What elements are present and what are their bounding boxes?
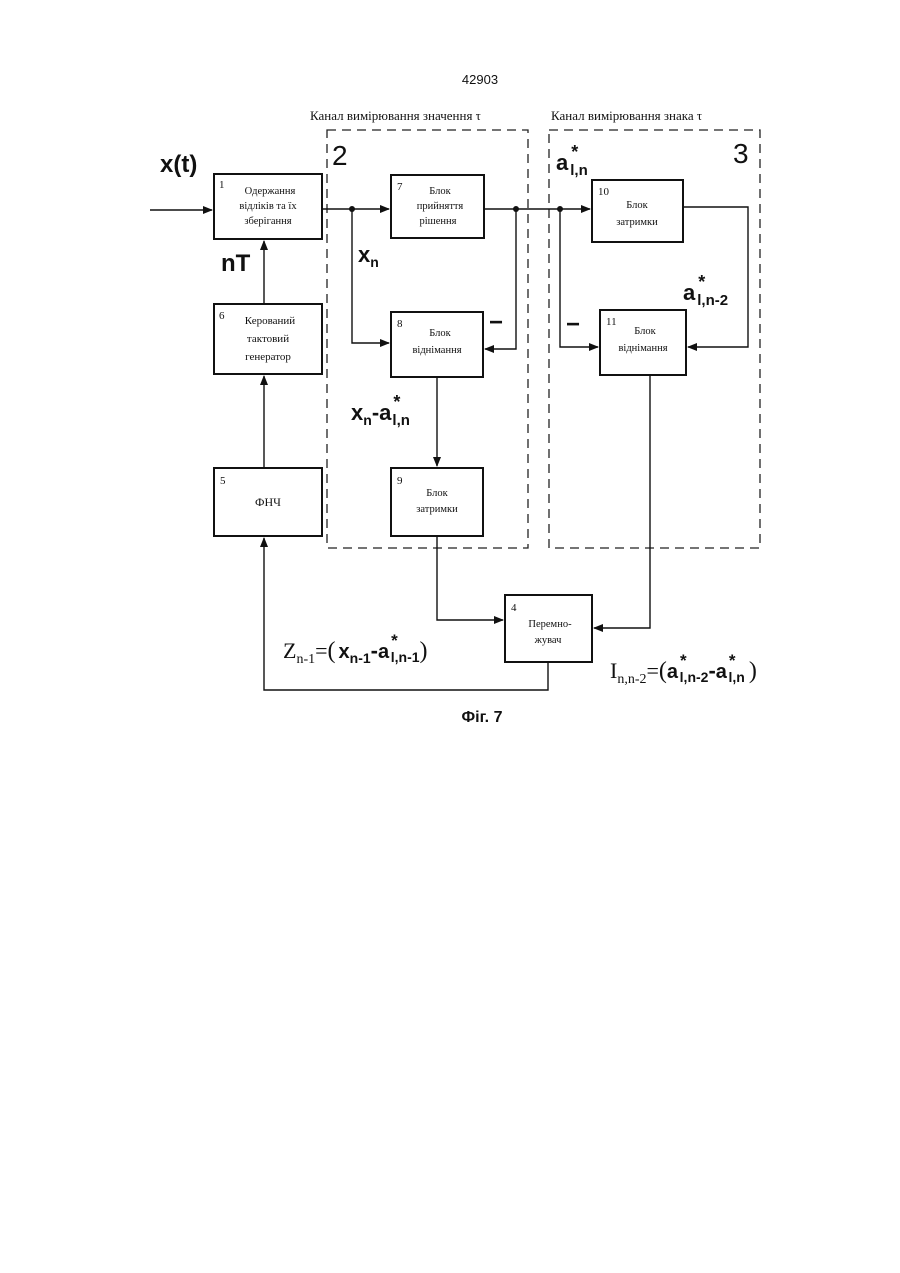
junction-dot [349,206,355,212]
block-text: Блок [429,186,451,197]
difference-label: xn-a*l,n [351,392,410,429]
channel-3-number: 3 [733,138,749,169]
block-text: Керований [245,315,296,327]
block-text: ФНЧ [255,495,281,509]
block-text: відліків та їх [239,201,297,212]
connections [150,207,748,690]
a-ln-label: a*l,n [556,142,588,179]
block-text: віднімання [618,343,667,354]
block-text: Блок [626,200,648,211]
block-number: 8 [397,318,403,330]
junction-dot [557,206,563,212]
block-number: 1 [219,179,225,191]
page-number: 42903 [462,72,498,87]
junction-dot [513,206,519,212]
block-text: Одержання [245,186,296,197]
block-number: 11 [606,316,617,328]
minus-sign-block-8: − [489,309,503,336]
figure-caption: Фіг. 7 [462,709,503,726]
input-signal-label: x(t) [160,151,197,178]
block-number: 4 [511,602,517,614]
line-11-to-4 [594,375,650,628]
block-text: Блок [429,328,451,339]
block-10-delay: 10 Блок затримки [592,180,683,242]
channel-3-label: Канал вимірювання знака τ [551,108,702,123]
block-11-subtraction: 11 Блок віднімання [600,310,686,375]
line-xn-to-8 [352,209,389,343]
block-text: віднімання [412,345,461,356]
block-text: затримки [616,217,658,228]
channel-2-number: 2 [332,140,348,171]
block-8-subtraction: 8 Блок віднімання [391,312,483,377]
block-text: генератор [245,351,291,363]
block-text: тактовий [247,333,289,345]
block-text: затримки [416,504,458,515]
channel-2-label: Канал вимірювання значення τ [310,108,481,123]
block-4-multiplier: 4 Перемно- жувач [505,595,592,662]
block-text: зберігання [244,216,291,227]
block-number: 9 [397,475,403,487]
z-formula: Zn-1=(xn-1-a*l,n-1) [283,631,428,667]
clock-signal-label: nT [221,250,251,277]
block-text: прийняття [417,201,464,212]
line-10-to-11 [683,207,748,347]
block-text: Блок [634,326,656,337]
block-number: 7 [397,181,403,193]
block-9-delay: 9 Блок затримки [391,468,483,536]
block-number: 5 [220,475,226,487]
xn-label: xn [358,242,379,270]
a-ln2-label: a*l,n-2 [683,272,728,309]
block-number: 10 [598,186,610,198]
block-7-decision: 7 Блок прийняття рішення [391,175,484,238]
block-text: жувач [534,635,563,646]
i-formula: In,n-2=(a*l,n-2-a*l,n) [610,651,757,687]
block-text: Блок [426,488,448,499]
block-text: рішення [420,216,457,227]
block-1-sampling-storage: 1 Одержання відліків та їх зберігання [214,174,322,239]
block-text: Перемно- [528,619,572,630]
block-6-controlled-clock: 6 Керований тактовий генератор [214,304,322,374]
block-number: 6 [219,310,225,322]
minus-sign-block-11: − [566,311,580,338]
block-5-lowpass-filter: 5 ФНЧ [214,468,322,536]
